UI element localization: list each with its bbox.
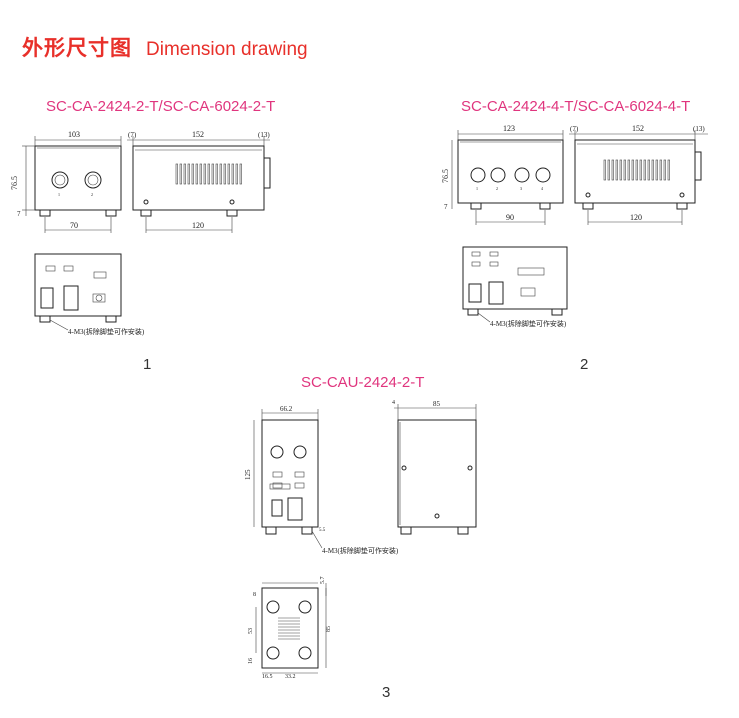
drawing-2: 123 1 2 3 4 76.5 7 90 (7) (441, 124, 708, 328)
dim-width-3: 66.2 (280, 405, 293, 413)
dim-side-span-2: 120 (630, 213, 642, 222)
foot-icon (266, 646, 280, 660)
front-view-1: 103 1 2 76.5 7 70 (10, 130, 122, 233)
drawing-number-1: 1 (143, 356, 152, 373)
knob-icon (84, 171, 102, 189)
dim-bottom-x2: 33.2 (285, 674, 296, 680)
dim-bottom-left: 8 (253, 592, 256, 598)
model-label-1: SC-CA-2424-2-T/SC-CA-6024-2-T (46, 98, 276, 115)
dim-bottom-b: 16 (248, 658, 254, 664)
dim-bottom-a: 53 (248, 628, 254, 634)
dim-height-3: 125 (244, 469, 252, 480)
dim-offset-1: (7) (128, 131, 137, 139)
drawing-number-3: 3 (382, 684, 391, 701)
side-view-1: (7) 152 (13) 120 (127, 130, 271, 233)
dim-height-1: 76.5 (10, 176, 19, 190)
dim-foot-1: 7 (17, 210, 21, 218)
mount-note-1: 4-M3(拆除脚垫可作安装) (68, 327, 145, 336)
vent-slots-1 (175, 163, 242, 185)
knob-icon (270, 445, 284, 459)
knob-icon (293, 445, 307, 459)
drawing-1: 103 1 2 76.5 7 70 (7) (10, 130, 271, 336)
front-view-2: 123 1 2 3 4 76.5 7 90 (441, 124, 564, 225)
knob-icon (470, 167, 486, 183)
dim-foot-span-1: 70 (70, 221, 78, 230)
page-heading: 外形尺寸图 Dimension drawing (22, 32, 308, 62)
drawing-number-2: 2 (580, 356, 589, 373)
rear-view-2: 4-M3(拆除脚垫可作安装) (462, 246, 568, 328)
side-view-3: 4 85 (392, 400, 477, 535)
vent-slots-2 (603, 159, 670, 181)
knob-label: 2 (91, 192, 93, 197)
foot-icon (298, 646, 312, 660)
dim-foot-span-2: 90 (506, 213, 514, 222)
rear-view-1: 4-M3(拆除脚垫可作安装) (34, 253, 145, 336)
dim-foot-2: 7 (444, 203, 448, 211)
dim-width-2: 123 (503, 124, 515, 133)
knob-label: 2 (496, 186, 498, 191)
knob-label: 3 (520, 186, 522, 191)
knob-icon (514, 167, 530, 183)
knob-icon (490, 167, 506, 183)
heading-en: Dimension drawing (146, 39, 308, 60)
dim-knob-1: (13) (258, 131, 270, 139)
dim-offset-2: (7) (570, 125, 579, 133)
drawing-3: 66.2 125 4-M3(拆除脚垫可作安装) 4 85 (244, 400, 477, 680)
side-view-2: (7) 152 (13) 120 (569, 124, 708, 225)
foot-icon (266, 600, 280, 614)
knob-icon (51, 171, 69, 189)
foot-icon (298, 600, 312, 614)
mount-note-2: 4-M3(拆除脚垫可作安装) (490, 319, 567, 328)
dim-side-span-1: 120 (192, 221, 204, 230)
dim-foot-3: 5.5 (319, 528, 326, 533)
dim-bottom-top: 5.7 (320, 577, 326, 585)
dim-depth-3: 85 (433, 400, 441, 408)
vent-slots-3 (278, 617, 300, 640)
knob-label: 4 (541, 186, 543, 191)
dim-width-1: 103 (68, 130, 80, 139)
dim-depth-2: 152 (632, 124, 644, 133)
knob-label: 1 (476, 186, 478, 191)
dim-height-2: 76.5 (441, 169, 450, 183)
knob-label: 1 (58, 192, 60, 197)
dim-knob-2: (13) (693, 125, 705, 133)
model-label-2: SC-CA-2424-4-T/SC-CA-6024-4-T (461, 98, 691, 115)
knob-icon (535, 167, 551, 183)
heading-cn: 外形尺寸图 (22, 37, 132, 60)
model-label-3: SC-CAU-2424-2-T (301, 374, 425, 391)
mount-note-3: 4-M3(拆除脚垫可作安装) (322, 546, 399, 555)
dim-bottom-x1: 16.5 (262, 674, 273, 680)
dim-offset-3: 4 (392, 400, 395, 406)
bottom-view-3: 5.7 8 53 16 85 16.5 33.2 5.5 (248, 528, 332, 680)
dim-bottom-side: 85 (326, 626, 332, 632)
dim-depth-1: 152 (192, 130, 204, 139)
front-view-3: 66.2 125 4-M3(拆除脚垫可作安装) (244, 405, 399, 555)
